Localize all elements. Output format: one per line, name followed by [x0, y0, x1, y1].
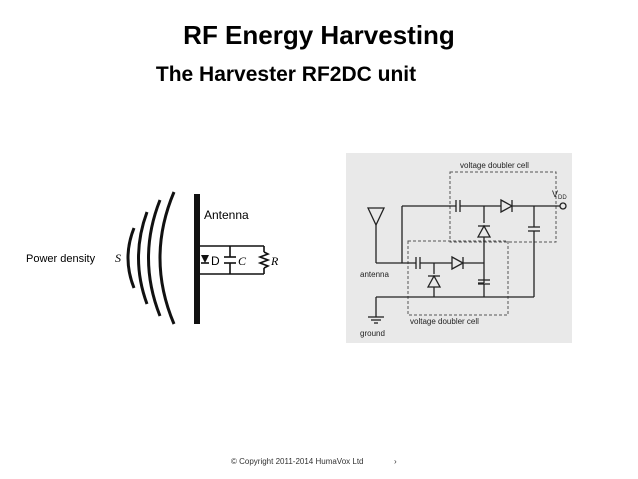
slide-number: › — [394, 457, 397, 466]
antenna-bar — [194, 194, 200, 324]
cell-top-label: voltage doubler cell — [460, 161, 529, 170]
rectifier-circuit — [200, 245, 271, 275]
diode-symbol — [201, 255, 209, 264]
rf-wave-arcs — [126, 191, 176, 325]
resistor-label: R — [270, 254, 279, 268]
cell-boundaries — [407, 171, 557, 316]
slide-subtitle: The Harvester RF2DC unit — [155, 63, 417, 86]
voltage-doubler-schematic: voltage doubler cell voltage doubler cel… — [346, 153, 572, 343]
slide-title: RF Energy Harvesting — [183, 20, 455, 50]
antenna-label: Antenna — [204, 208, 249, 222]
cell-bottom-label: voltage doubler cell — [410, 317, 479, 326]
vdd-main: V — [552, 189, 558, 199]
antenna-terminal-label: antenna — [360, 270, 389, 279]
ground-terminal-label: ground — [360, 329, 385, 338]
diode-label: D — [211, 254, 220, 268]
capacitor-label: C — [238, 254, 247, 268]
power-density-symbol: S — [115, 251, 121, 265]
power-density-label: Power density — [26, 253, 96, 265]
vdd-subscript: DD — [558, 195, 567, 201]
antenna-rectifier-diagram: Power density S Antenna D C R — [26, 191, 279, 325]
copyright-text: © Copyright 2011-2014 HumaVox Ltd — [231, 457, 364, 466]
vdd-label: VDD — [552, 189, 567, 201]
schematic-wires — [366, 198, 567, 324]
